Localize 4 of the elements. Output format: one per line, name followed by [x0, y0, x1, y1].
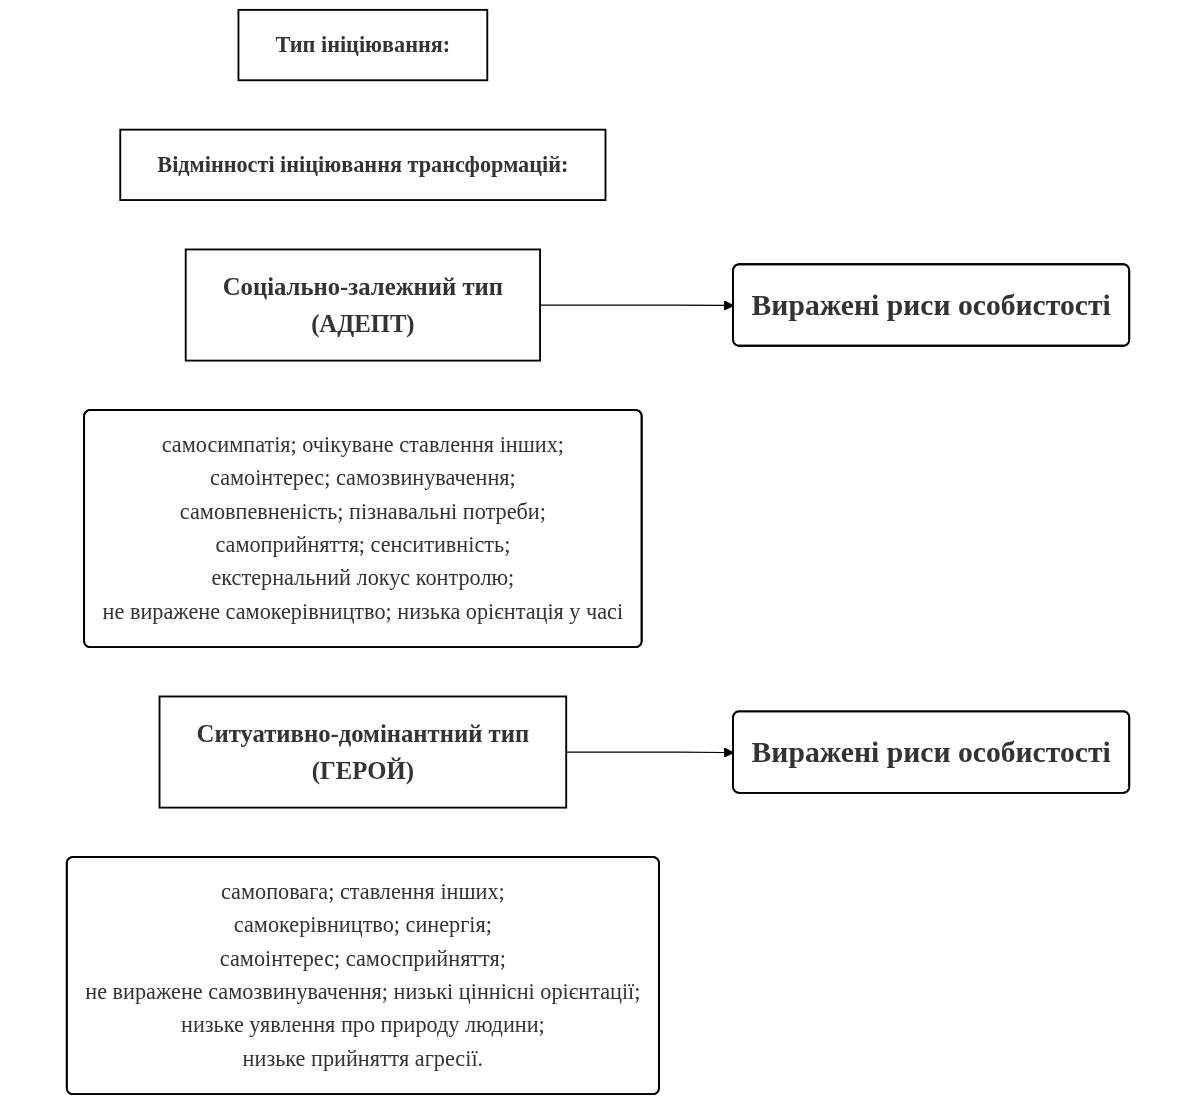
node-box: Ситуативно-домінантний тип (ГЕРОЙ) — [158, 695, 568, 809]
node-box: Тип ініціювання: — [237, 8, 489, 82]
node-box: Відмінності ініціювання трансформацій: — [119, 128, 607, 201]
node-box: Соціально-залежний тип (АДЕПТ) — [184, 248, 541, 362]
